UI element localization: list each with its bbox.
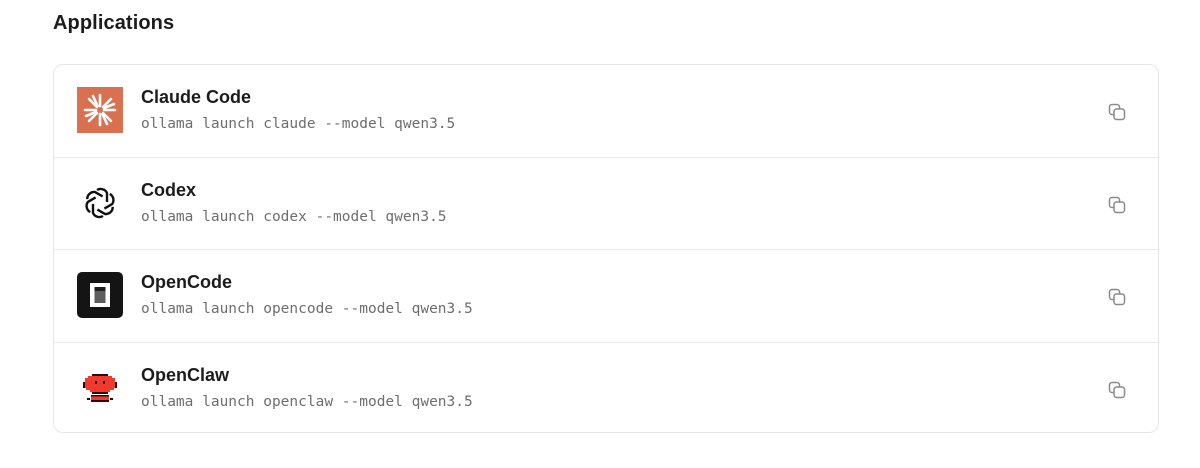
applications-list: Claude Code ollama launch claude --model… — [53, 64, 1159, 433]
section-title: Applications — [53, 12, 175, 34]
claude-code-logo-icon — [77, 87, 123, 133]
application-row-claude-code: Claude Code ollama launch claude --model… — [54, 65, 1158, 158]
copy-command-button[interactable] — [1106, 101, 1128, 123]
opencode-logo-icon — [77, 272, 123, 318]
application-command: ollama launch openclaw --model qwen3.5 — [141, 393, 473, 410]
application-row-openclaw: OpenClaw ollama launch openclaw --model … — [54, 343, 1158, 436]
application-name: OpenClaw — [141, 364, 230, 385]
copy-icon — [1108, 381, 1126, 398]
application-row-opencode: OpenCode ollama launch opencode --model … — [54, 250, 1158, 343]
copy-command-button[interactable] — [1106, 194, 1128, 216]
copy-icon — [1108, 196, 1126, 213]
application-name: OpenCode — [141, 272, 233, 292]
application-name: Claude Code — [141, 87, 252, 107]
copy-icon — [1108, 103, 1126, 121]
copy-icon — [1108, 288, 1126, 306]
application-command: ollama launch claude --model qwen3.5 — [141, 116, 456, 132]
openclaw-logo-icon — [77, 365, 123, 411]
openai-logo-icon — [77, 180, 123, 226]
application-name: Codex — [141, 179, 197, 200]
copy-command-button[interactable] — [1106, 286, 1128, 308]
application-command: ollama launch opencode --model qwen3.5 — [141, 301, 473, 317]
application-command: ollama launch codex --model qwen3.5 — [141, 208, 447, 225]
application-row-codex: Codex ollama launch codex --model qwen3.… — [54, 158, 1158, 250]
copy-command-button[interactable] — [1106, 379, 1128, 401]
